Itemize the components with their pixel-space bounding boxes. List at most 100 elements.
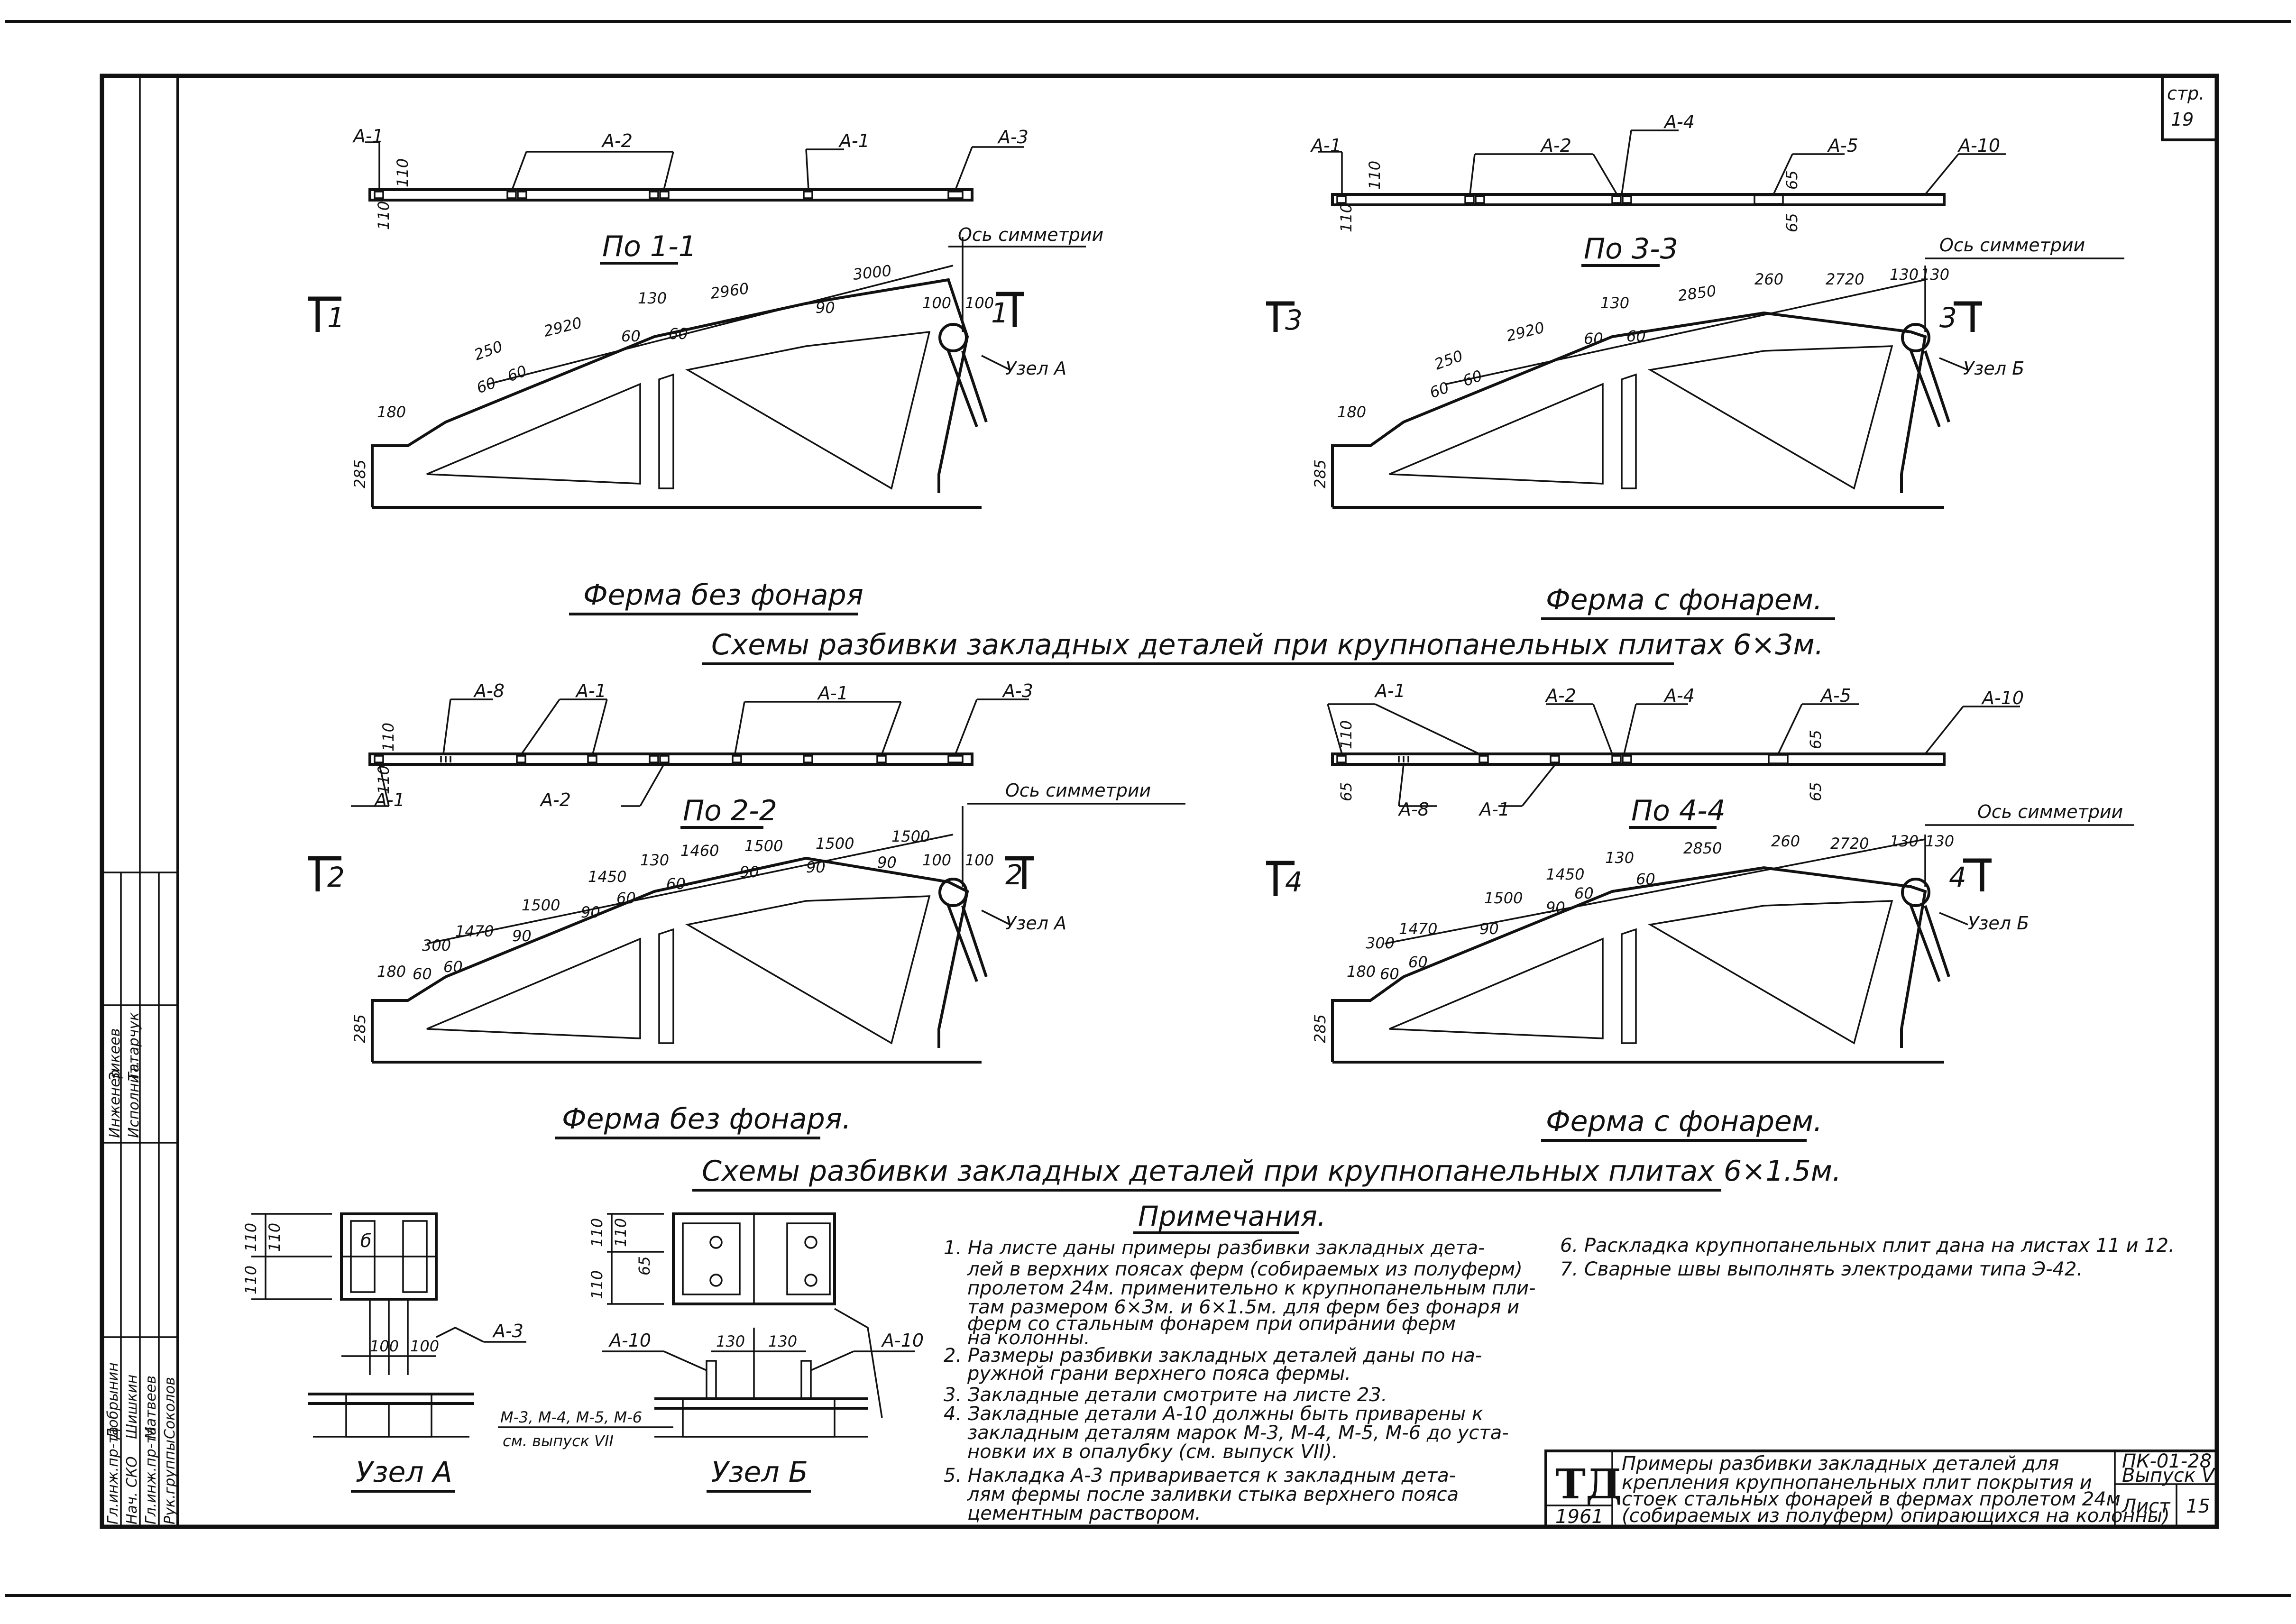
v4-label-5: А-10 bbox=[1981, 688, 2024, 708]
v3-section-title: По 3-3 bbox=[1584, 232, 1678, 266]
node-b-dim-6: 130 bbox=[768, 1332, 797, 1350]
v3-label-1: А-1 bbox=[1310, 135, 1341, 156]
v2-dim-18: 1500 bbox=[891, 827, 930, 845]
v4-dim-1: 300 bbox=[1366, 934, 1395, 952]
v1-dim-plan-1: 110 bbox=[394, 158, 412, 187]
stamp-year: 1961 bbox=[1555, 1506, 1604, 1528]
v3-label-4: А-5 bbox=[1827, 135, 1858, 156]
v1-dim-1: 250 bbox=[472, 337, 505, 364]
v2-dim-plan-1: 110 bbox=[379, 723, 397, 752]
v1-label-1: А-1 bbox=[352, 126, 384, 147]
sign-role-6: Рук.группы bbox=[162, 1440, 178, 1524]
v4-dim-12: 2850 bbox=[1683, 839, 1722, 857]
v2-dim-10: 130 bbox=[640, 851, 669, 869]
node-a-label: А-3 bbox=[492, 1321, 523, 1341]
sheet-number: 15 bbox=[2186, 1496, 2210, 1517]
title-line-2: крепления крупнопанельных плит покрытия … bbox=[1622, 1472, 2092, 1494]
v4-dim-14: 2720 bbox=[1830, 835, 1869, 853]
notes-block: Примечания. 1. На листе даны примеры раз… bbox=[944, 1200, 2175, 1524]
note-line-4: там размером 6×3м. и 6×1.5м. для ферм бе… bbox=[967, 1296, 1519, 1318]
sheet-borders bbox=[5, 20, 2291, 1597]
v3-dim-plan-1: 110 bbox=[1366, 161, 1384, 190]
v1-dim-3: 60 bbox=[505, 362, 529, 385]
v1-dim-6: 60 bbox=[621, 327, 641, 345]
node-b-note-1: М-3, М-4, М-5, М-6 bbox=[500, 1408, 642, 1426]
v2-cut-mark-right: 2 bbox=[1005, 859, 1023, 891]
v3-dim-plan-2: 110 bbox=[1337, 203, 1355, 232]
note-line-5: ферм со стальным фонарем при опирании фе… bbox=[967, 1313, 1456, 1335]
v3-axis-label: Ось симметрии bbox=[1939, 235, 2085, 256]
node-a-dim-1: 110 bbox=[242, 1223, 260, 1252]
v4-dim-18: 285 bbox=[1311, 1014, 1329, 1043]
v2-dim-4: 60 bbox=[443, 958, 463, 976]
node-b-dim-5: 130 bbox=[716, 1332, 745, 1350]
v4-section-title: По 4-4 bbox=[1631, 794, 1726, 827]
v2-dim-22: 285 bbox=[351, 1014, 369, 1043]
v3-label-2: А-2 bbox=[1540, 135, 1571, 156]
sign-name-6: Соколов bbox=[162, 1377, 178, 1439]
v2-cut-mark-left: 2 bbox=[327, 861, 345, 893]
v4-dim-plan-4: 65 bbox=[1807, 782, 1825, 801]
caption-truss-lantern-2: Ферма с фонарем. bbox=[1546, 1105, 1822, 1138]
v3-dim-12: 130 bbox=[1920, 266, 1949, 284]
sign-role-4: Нач. СКО bbox=[124, 1456, 140, 1524]
v2-node-label: Узел А bbox=[1005, 913, 1066, 934]
v3-dim-4: 2920 bbox=[1505, 318, 1546, 345]
v2-label-1: А-8 bbox=[473, 680, 505, 701]
view-4: А-1 А-2 А-4 А-5 А-10 А-8 А-1 110 65 65 6… bbox=[1266, 680, 2134, 1064]
v2-dim-6: 1500 bbox=[522, 896, 560, 914]
v3-dim-2: 60 bbox=[1427, 378, 1451, 402]
title-line-1: Примеры разбивки закладных деталей для bbox=[1622, 1453, 2059, 1475]
v1-axis-label: Ось симметрии bbox=[958, 224, 1103, 245]
node-a-dim-5: 100 bbox=[410, 1337, 439, 1355]
v2-label-6: А-2 bbox=[539, 789, 571, 810]
v3-dim-13: 180 bbox=[1337, 403, 1366, 421]
v1-label-2: А-2 bbox=[601, 130, 633, 151]
v4-label-1: А-1 bbox=[1374, 680, 1405, 701]
node-b-dim-2: 110 bbox=[612, 1218, 630, 1247]
page-label: стр. bbox=[2167, 83, 2204, 104]
page-number: 19 bbox=[2171, 109, 2194, 130]
v1-label-3: А-1 bbox=[838, 130, 870, 151]
v1-cut-mark-left: 1 bbox=[327, 302, 345, 334]
v4-label-7: А-1 bbox=[1478, 799, 1510, 820]
node-a-caption: Узел А bbox=[356, 1456, 452, 1489]
v1-cut-mark-right: 1 bbox=[991, 297, 1009, 329]
caption-truss-lantern-1: Ферма с фонарем. bbox=[1546, 583, 1822, 616]
node-a-mark: б bbox=[360, 1230, 371, 1251]
node-b-dim-1: 110 bbox=[588, 1218, 606, 1247]
v4-dim-10: 130 bbox=[1605, 849, 1634, 867]
v1-section-title: По 1-1 bbox=[602, 230, 697, 263]
v3-dim-8: 2850 bbox=[1677, 282, 1717, 305]
v2-dim-9: 60 bbox=[616, 889, 636, 907]
caption-truss-no-lantern-2: Ферма без фонаря. bbox=[562, 1102, 851, 1136]
node-b-label-left: А-10 bbox=[608, 1330, 651, 1351]
sheet-issue: Выпуск V bbox=[2122, 1465, 2216, 1486]
v2-dim-3: 60 bbox=[413, 965, 432, 983]
node-a-dim-4: 100 bbox=[370, 1337, 399, 1355]
v1-dim-4: 2920 bbox=[542, 313, 584, 340]
v4-label-2: А-2 bbox=[1544, 685, 1576, 706]
v2-dim-plan-2: 110 bbox=[375, 765, 393, 794]
v2-label-3: А-1 bbox=[817, 683, 848, 704]
v3-dim-plan-3: 65 bbox=[1783, 170, 1801, 190]
v3-label-5: А-10 bbox=[1957, 135, 2000, 156]
v2-dim-17: 90 bbox=[877, 853, 897, 872]
v2-dim-21: 180 bbox=[377, 963, 406, 981]
v2-section-title: По 2-2 bbox=[683, 794, 777, 827]
sign-name-3: Добрынин bbox=[105, 1362, 121, 1440]
v1-dim-10: 3000 bbox=[852, 262, 892, 284]
v2-dim-20: 100 bbox=[965, 851, 994, 869]
node-b-note-2: см. выпуск VII bbox=[503, 1432, 614, 1450]
v2-dim-5: 90 bbox=[512, 927, 532, 945]
v1-dim-plan-2: 110 bbox=[375, 201, 393, 230]
note-line-15: цементным раствором. bbox=[967, 1503, 1201, 1524]
sign-role-1: Инженер bbox=[107, 1069, 123, 1138]
view-3: А-1 А-2 А-4 А-5 А-10 110 110 65 65 По 3-… bbox=[1266, 111, 2124, 509]
caption-scheme-6x15: Схемы разбивки закладных деталей при кру… bbox=[702, 1155, 1841, 1188]
page-number-box: стр. 19 bbox=[2161, 74, 2218, 141]
v2-dim-8: 1450 bbox=[588, 868, 626, 886]
note-line-17: 7. Сварные швы выполнять электродами тип… bbox=[1560, 1258, 2083, 1280]
sign-name-5: Матвеев bbox=[143, 1376, 159, 1439]
v4-dim-16: 130 bbox=[1925, 832, 1954, 850]
